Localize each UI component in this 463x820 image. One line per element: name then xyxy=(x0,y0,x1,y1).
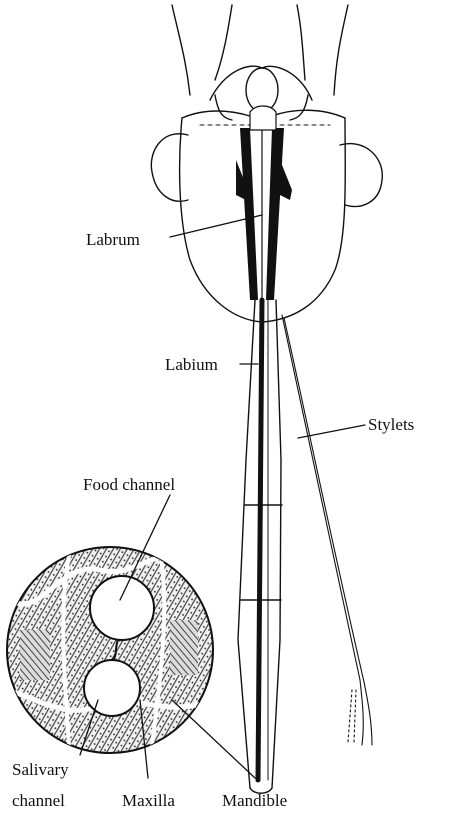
label-labrum: Labrum xyxy=(86,230,140,249)
label-stylets: Stylets xyxy=(368,415,414,434)
labium-structure xyxy=(238,300,282,793)
label-salivary-line2: channel xyxy=(12,791,65,810)
labrum-structure xyxy=(236,106,292,300)
label-salivary-line1: Salivary xyxy=(12,760,69,779)
label-mandible: Mandible xyxy=(222,791,287,810)
label-labium: Labium xyxy=(165,355,218,374)
stylets-fibres xyxy=(282,315,372,745)
label-maxilla: Maxilla xyxy=(122,791,175,810)
head-outline xyxy=(151,5,382,322)
cross-section xyxy=(7,547,215,760)
label-food-channel: Food channel xyxy=(83,475,175,494)
